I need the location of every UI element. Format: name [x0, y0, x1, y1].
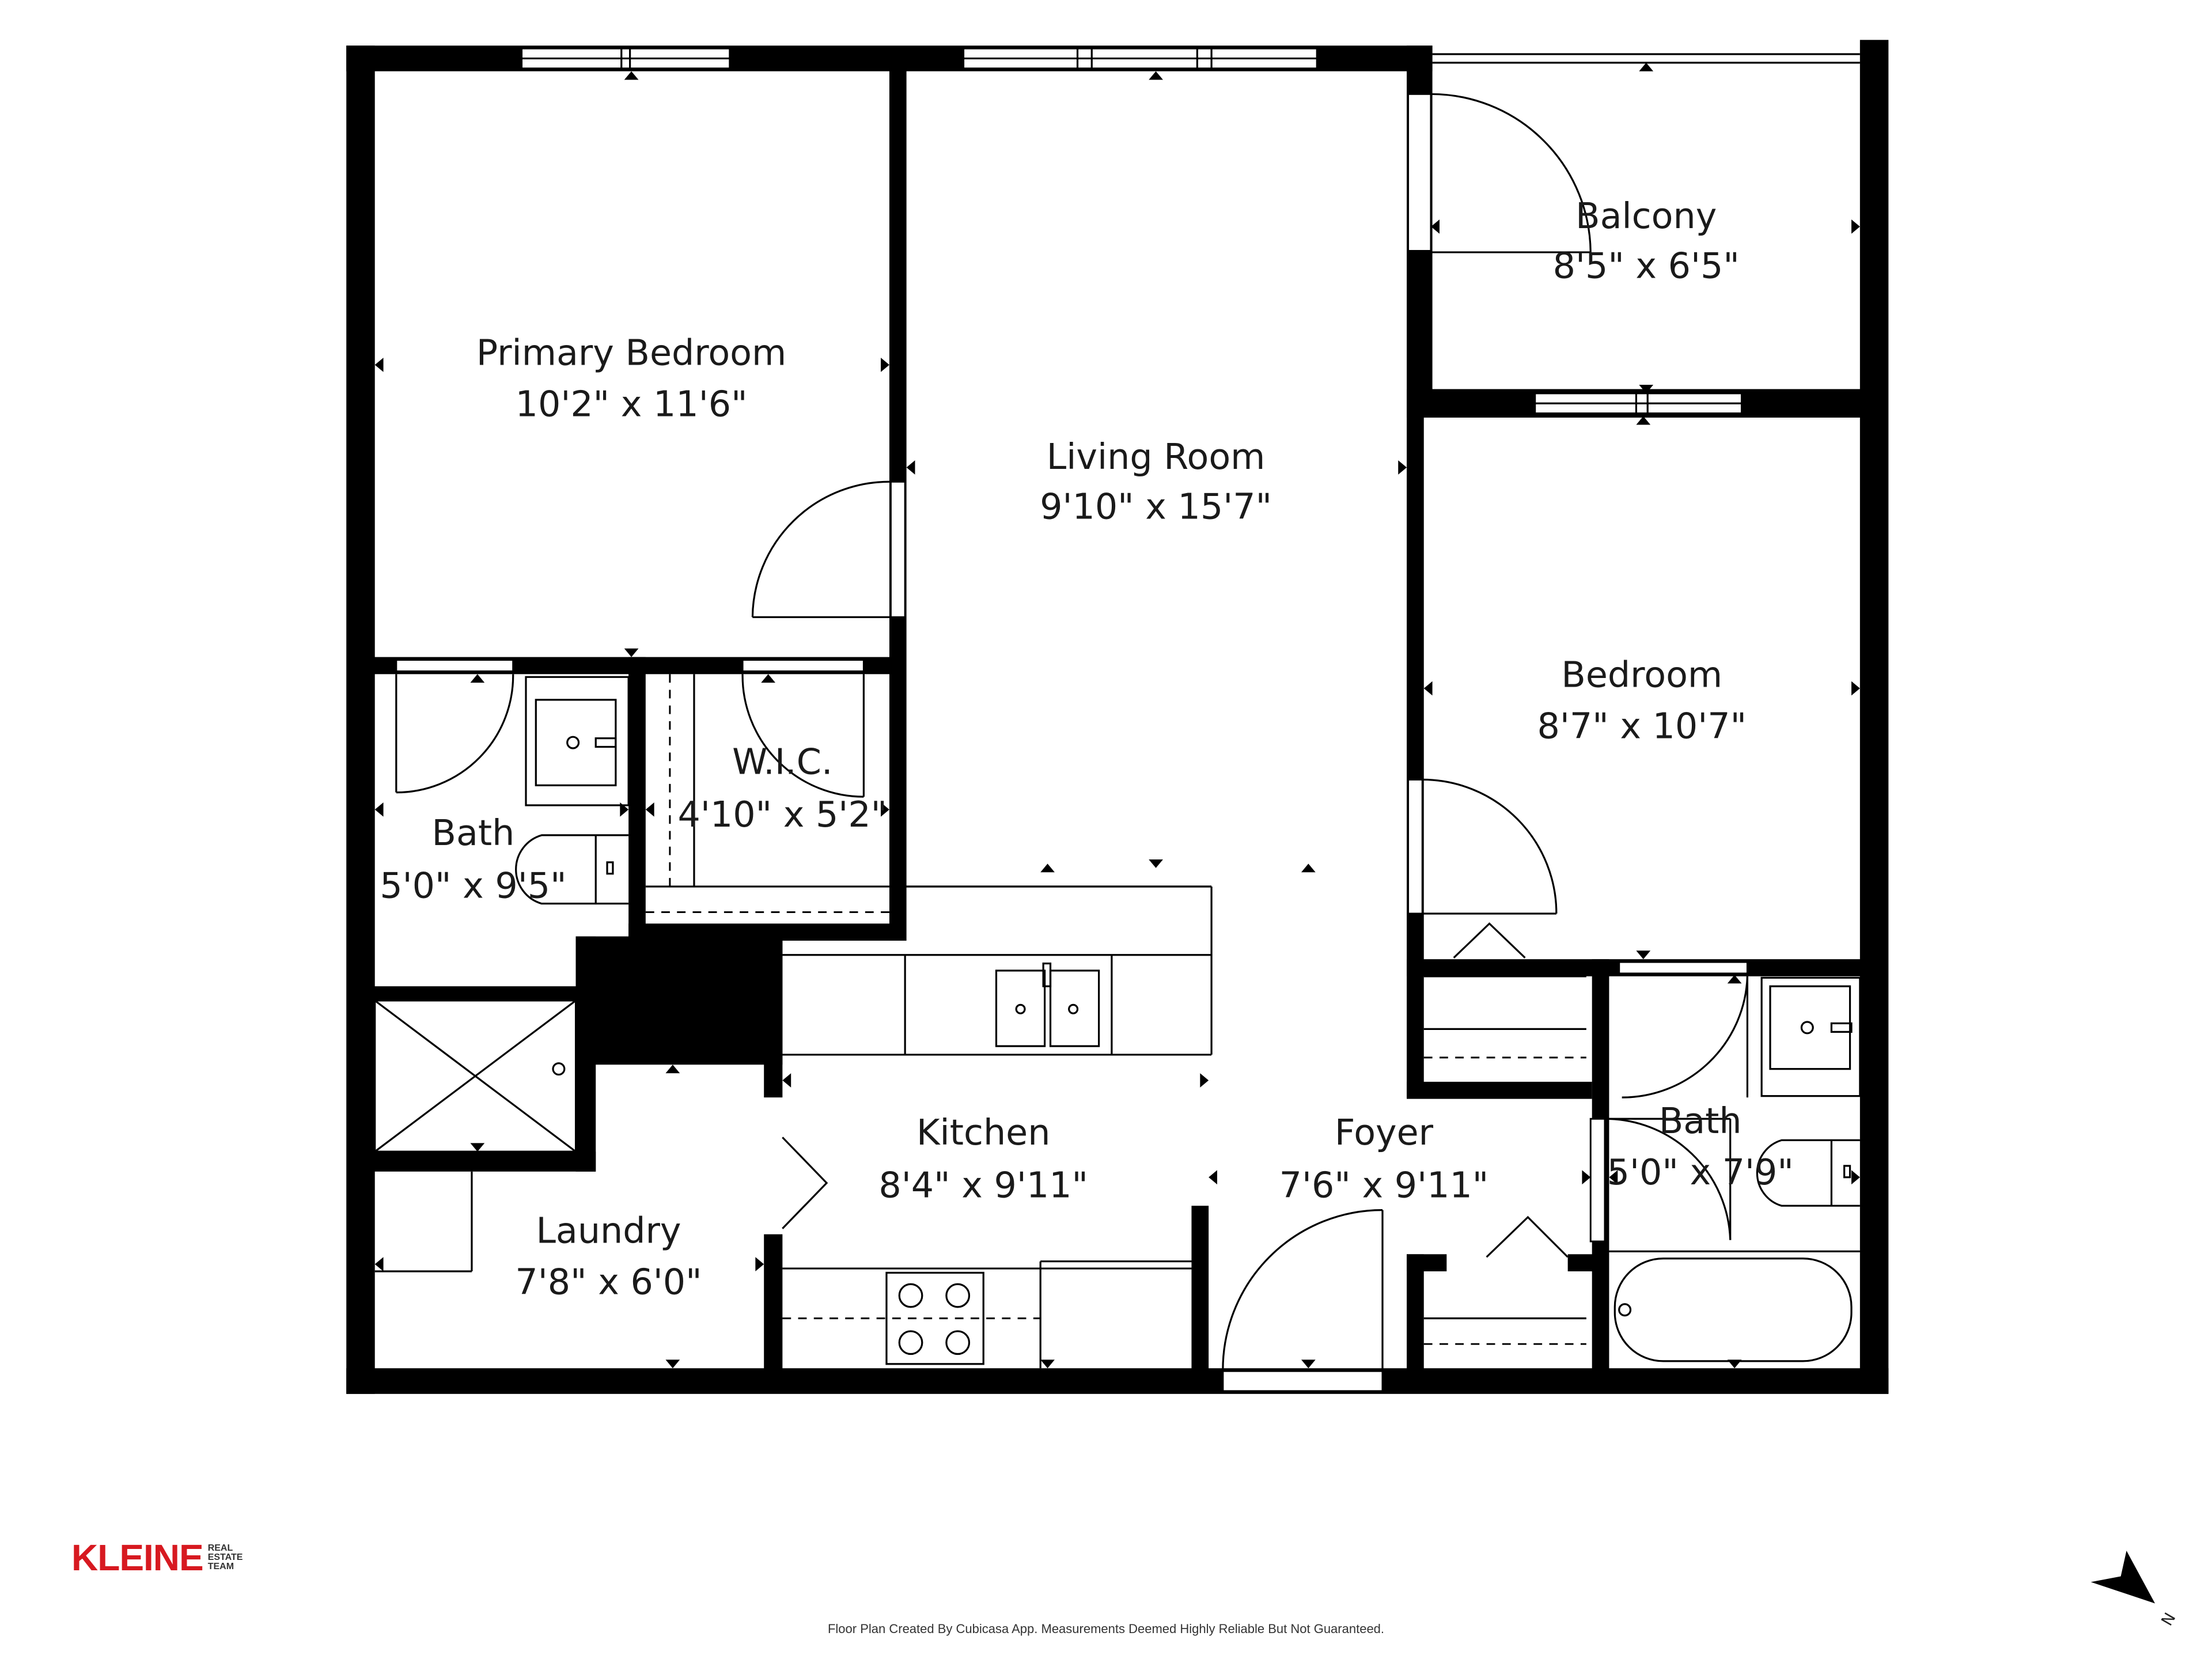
room-size: 4'10" x 5'2": [678, 794, 888, 835]
logo-sub-line: REAL: [207, 1543, 233, 1553]
logo-sub-line: ESTATE: [207, 1552, 243, 1562]
room-name: Kitchen: [916, 1112, 1050, 1153]
room-balcony: Balcony 8'5" x 6'5": [1553, 195, 1740, 287]
logo-subtitle: REAL ESTATE TEAM: [208, 1544, 243, 1571]
room-name: W.I.C.: [732, 741, 832, 783]
room-size: 7'6" x 9'11": [1279, 1164, 1489, 1206]
room-size: 5'0" x 9'5": [380, 865, 566, 907]
room-primary-bedroom: Primary Bedroom 10'2" x 11'6": [476, 332, 786, 425]
room-bath-1: Bath 5'0" x 9'5": [380, 812, 566, 907]
room-name: Balcony: [1575, 195, 1717, 237]
room-laundry: Laundry 7'8" x 6'0": [515, 1210, 702, 1303]
room-bath-2: Bath 5'0" x 7'9": [1607, 1100, 1794, 1193]
room-size: 9'10" x 15'7": [1040, 486, 1272, 528]
room-name: Primary Bedroom: [476, 332, 786, 373]
dimension-markers: [374, 62, 1860, 1369]
room-size: 8'7" x 10'7": [1537, 706, 1747, 747]
room-living-room: Living Room 9'10" x 15'7": [1040, 436, 1272, 528]
room-name: Foyer: [1335, 1112, 1434, 1153]
windows: [521, 47, 1860, 415]
room-size: 5'0" x 7'9": [1607, 1152, 1794, 1193]
room-bedroom: Bedroom 8'7" x 10'7": [1537, 654, 1747, 747]
room-size: 8'5" x 6'5": [1553, 245, 1740, 286]
room-size: 10'2" x 11'6": [516, 383, 748, 425]
room-name: Bath: [1659, 1100, 1742, 1142]
room-name: Living Room: [1047, 436, 1266, 478]
room-foyer: Foyer 7'6" x 9'11": [1279, 1112, 1489, 1206]
room-name: Bath: [432, 812, 515, 854]
room-size: 7'8" x 6'0": [515, 1262, 702, 1303]
room-size: 8'4" x 9'11": [878, 1164, 1088, 1206]
room-wic: W.I.C. 4'10" x 5'2": [678, 741, 888, 836]
disclaimer-footer: Floor Plan Created By Cubicasa App. Meas…: [827, 1622, 1385, 1636]
room-kitchen: Kitchen 8'4" x 9'11": [878, 1112, 1088, 1206]
logo-wordmark: KLEINE: [71, 1537, 204, 1578]
room-name: Laundry: [536, 1210, 681, 1252]
compass-north-arrow-icon: N: [2090, 1550, 2179, 1629]
doors: [395, 93, 1749, 1392]
brand-logo: KLEINE REAL ESTATE TEAM: [71, 1539, 243, 1576]
logo-sub-line: TEAM: [207, 1562, 234, 1571]
room-name: Bedroom: [1561, 654, 1722, 696]
